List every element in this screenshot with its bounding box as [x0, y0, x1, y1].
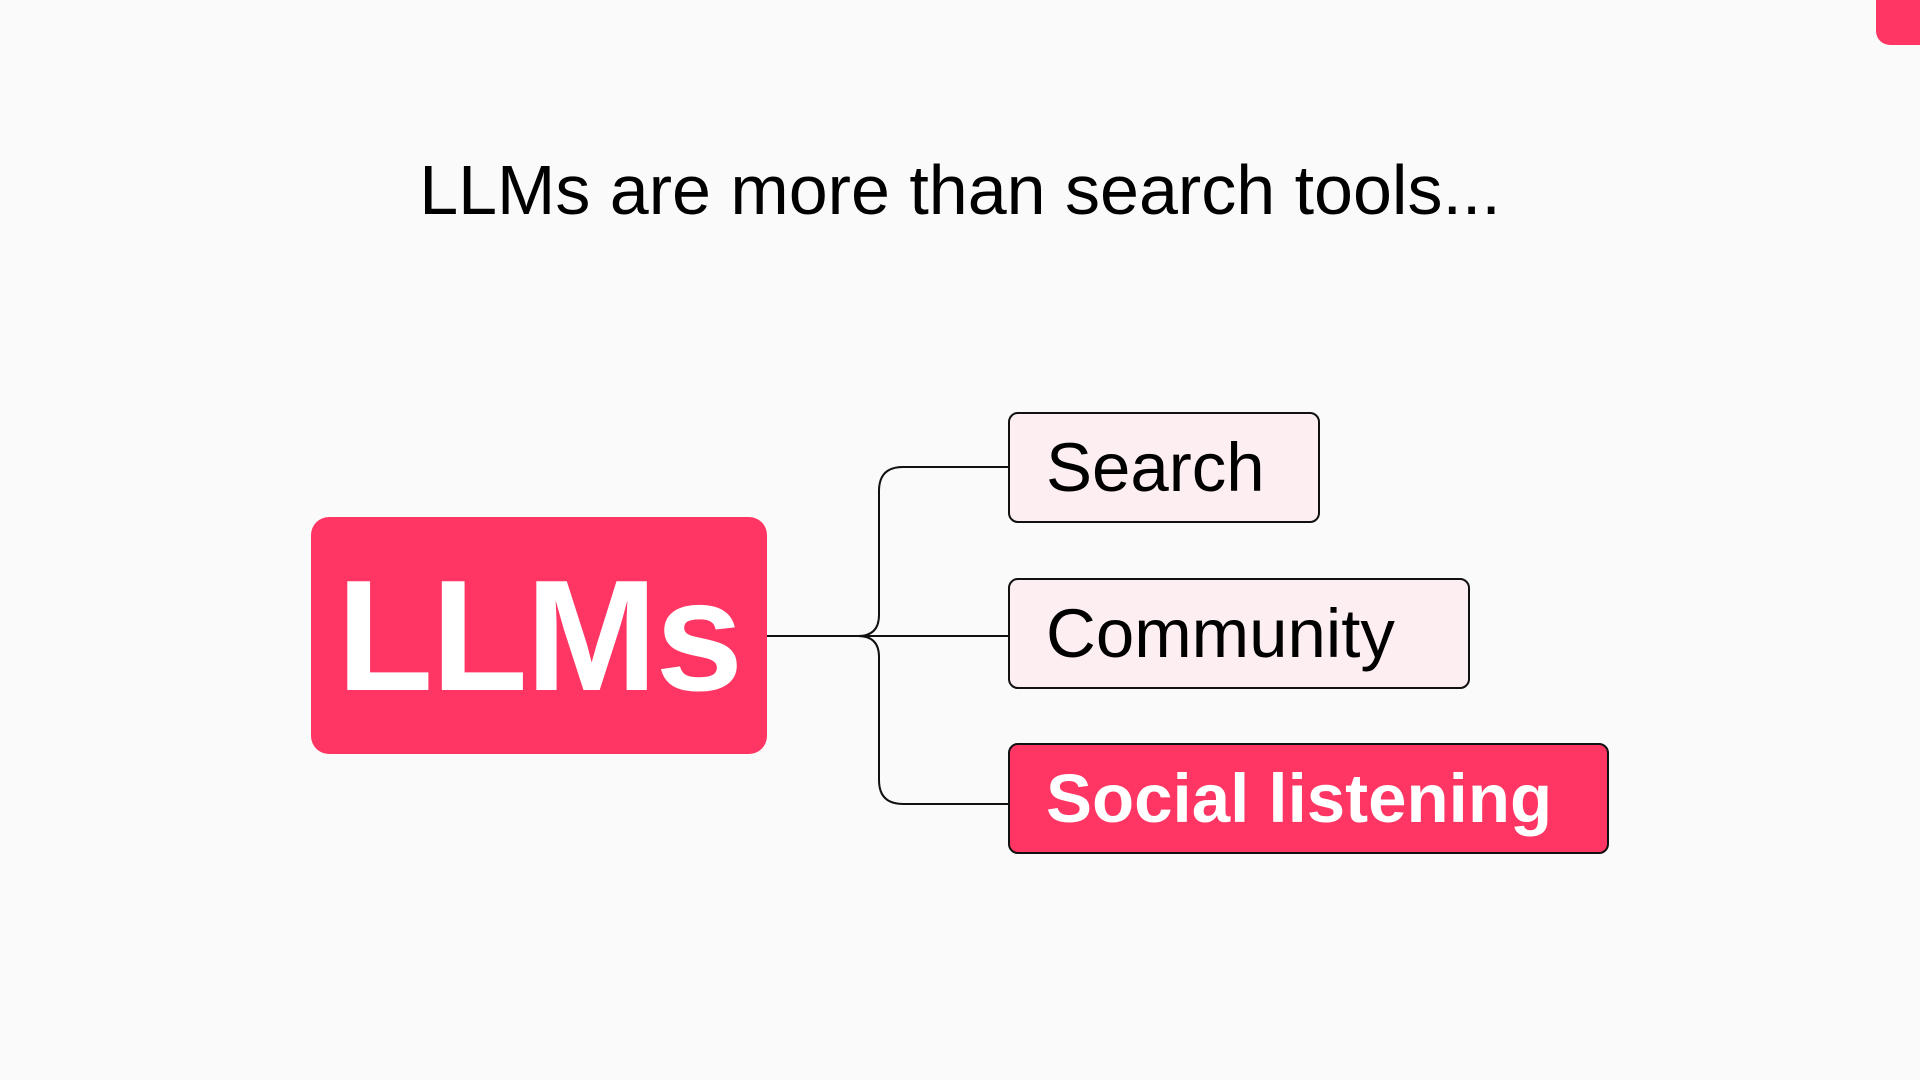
- connector-to-search: [857, 466, 1008, 637]
- corner-accent: [1876, 0, 1920, 45]
- branch-node-social-listening: Social listening: [1008, 743, 1609, 854]
- branch-node-community: Community: [1008, 578, 1470, 689]
- branch-node-label: Community: [1046, 595, 1395, 672]
- root-node-label: LLMs: [336, 547, 744, 724]
- root-node-llms: LLMs: [311, 517, 767, 754]
- slide-title: LLMs are more than search tools...: [419, 151, 1501, 229]
- branch-node-search: Search: [1008, 412, 1320, 523]
- branch-node-label: Social listening: [1046, 760, 1553, 837]
- branch-node-label: Search: [1046, 429, 1265, 506]
- connector-to-social-listening: [857, 635, 1008, 805]
